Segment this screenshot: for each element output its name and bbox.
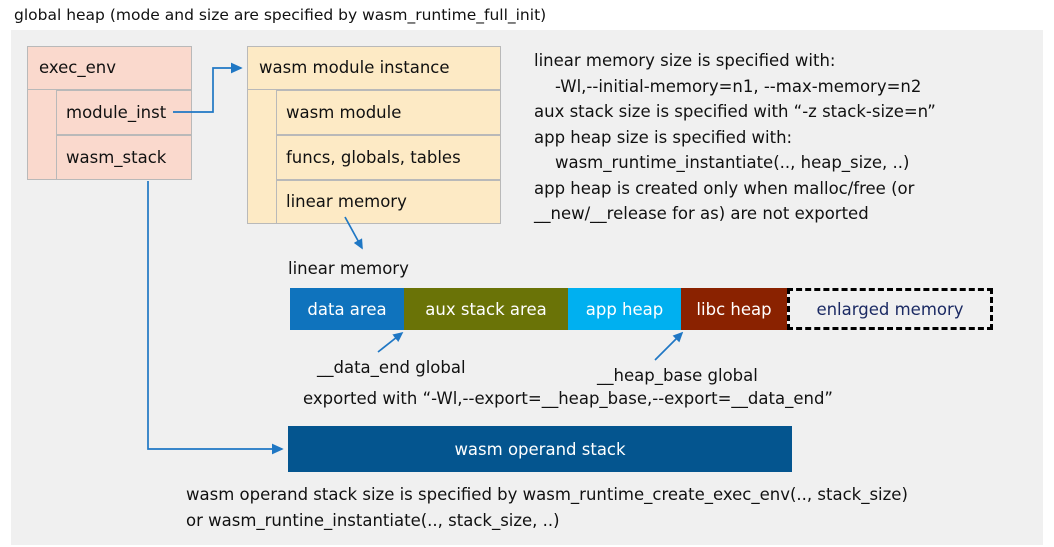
module-instance-row-funcs-globals-tables: funcs, globals, tables xyxy=(276,135,501,180)
memory-segment-enlarged-memory: enlarged memory xyxy=(787,288,993,330)
linear-memory-bar: data area aux stack area app heap libc h… xyxy=(290,288,993,330)
funcs-globals-tables-label: funcs, globals, tables xyxy=(286,147,461,167)
module-instance-title-cell: wasm module instance xyxy=(247,46,501,90)
memory-segment-aux-stack-area: aux stack area xyxy=(404,288,568,330)
memory-config-notes: linear memory size is specified with: -W… xyxy=(534,51,936,223)
linear-memory-row-label: linear memory xyxy=(286,192,407,211)
linear-memory-caption: linear memory xyxy=(288,259,409,278)
wasm-stack-label: wasm_stack xyxy=(66,147,167,167)
page-title: global heap (mode and size are specified… xyxy=(14,6,547,24)
memory-segment-app-heap: app heap xyxy=(568,288,681,330)
exec-env-title-cell: exec_env xyxy=(27,46,192,90)
wasm-module-label: wasm module xyxy=(286,102,402,122)
annotation-heap-base: __heap_base global xyxy=(597,366,758,385)
memory-segment-libc-heap: libc heap xyxy=(681,288,787,330)
exec-env-field-wasm-stack: wasm_stack xyxy=(56,135,192,180)
module-inst-label: module_inst xyxy=(66,102,167,122)
annotation-exported-with: exported with “-Wl,--export=__heap_base,… xyxy=(303,389,833,408)
module-instance-row-wasm-module: wasm module xyxy=(276,90,501,135)
module-instance-title-label: wasm module instance xyxy=(259,58,450,77)
module-instance-row-linear-memory: linear memory xyxy=(276,180,501,224)
annotation-data-end: __data_end global xyxy=(317,358,466,377)
exec-env-field-module-inst: module_inst xyxy=(56,90,192,135)
exec-env-title-label: exec_env xyxy=(39,58,116,77)
operand-stack-note: wasm operand stack size is specified by … xyxy=(186,485,908,530)
memory-segment-data-area: data area xyxy=(290,288,404,330)
wasm-operand-stack-bar: wasm operand stack xyxy=(288,426,792,472)
